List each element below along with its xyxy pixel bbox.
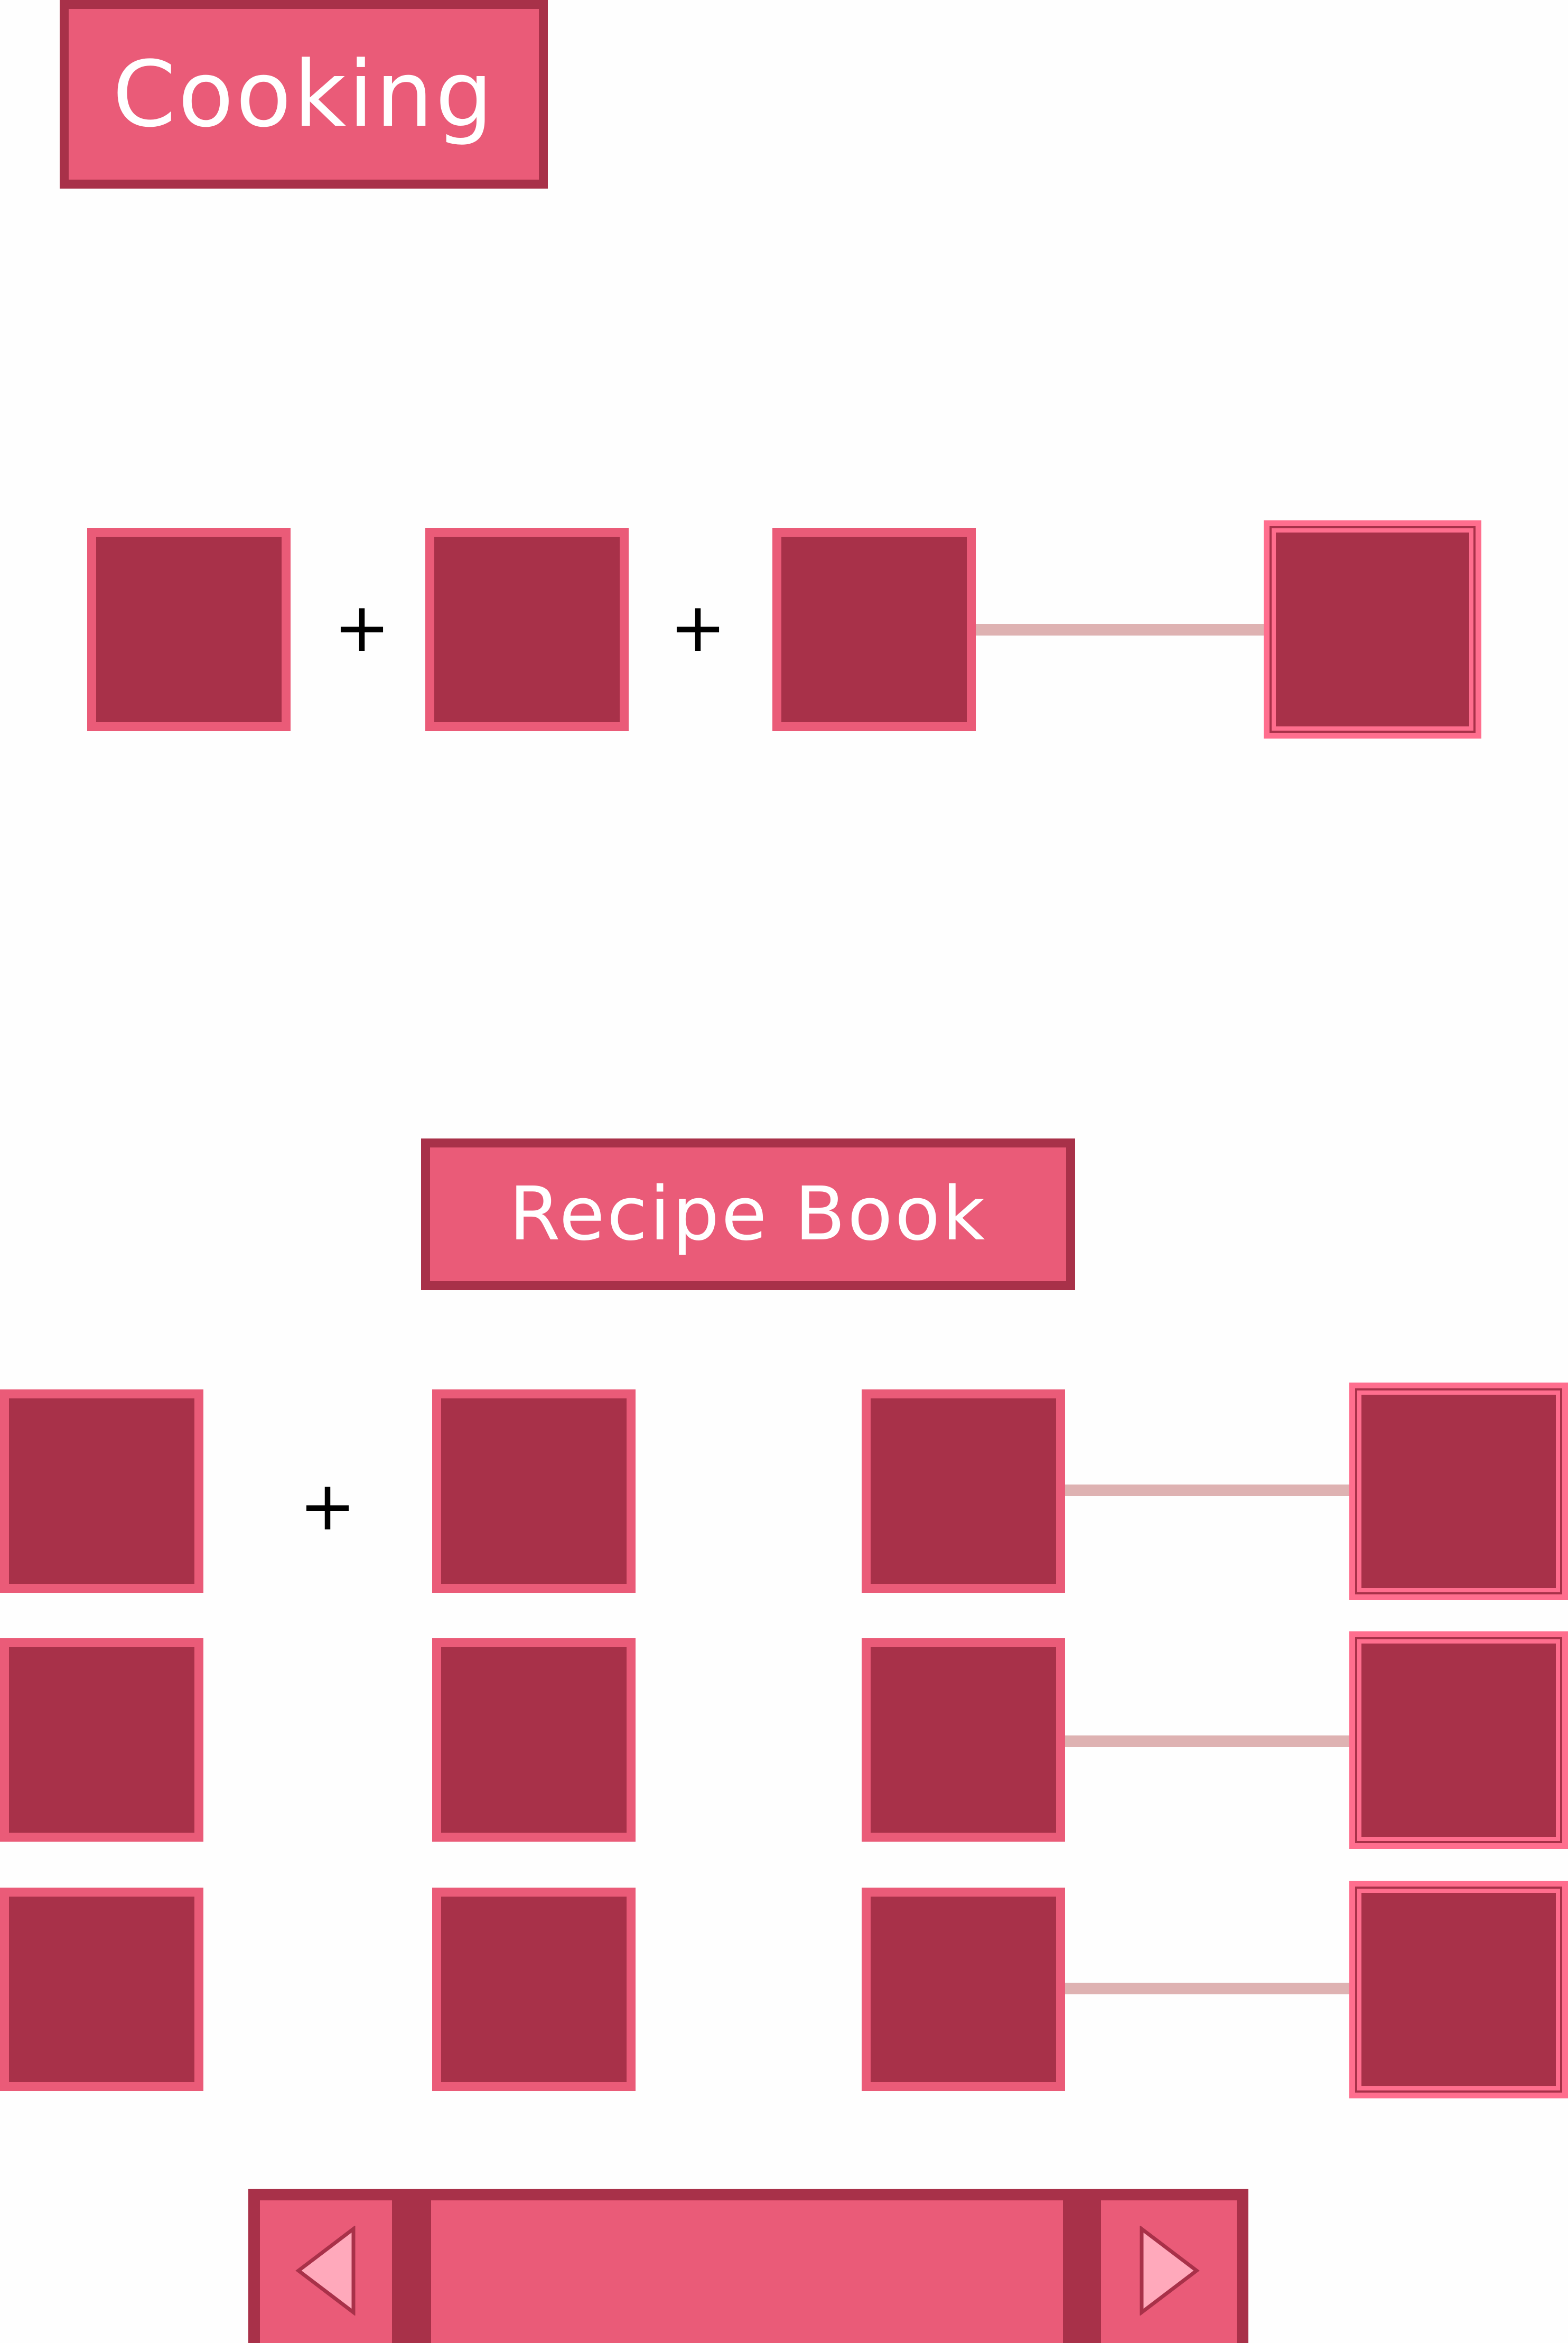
plus-sign: +	[299, 1467, 356, 1546]
recipe-connector	[1065, 1735, 1349, 1747]
cooking-result-slot[interactable]	[1264, 520, 1481, 739]
recipe-result-slot[interactable]	[1349, 1631, 1568, 1849]
recipe-ingredient-slot[interactable]	[432, 1638, 636, 1842]
triangle-left-icon	[294, 2225, 358, 2318]
cooking-title: Cooking	[112, 41, 496, 147]
recipe-result-slot[interactable]	[1349, 1881, 1568, 2098]
ingredient-slot-3[interactable]	[772, 528, 976, 731]
scroll-thumb[interactable]	[431, 2200, 1063, 2343]
ingredient-slot-1[interactable]	[87, 528, 291, 731]
ingredient-slot-2[interactable]	[425, 528, 629, 731]
recipe-ingredient-slot[interactable]	[0, 1638, 203, 1842]
cooking-title-box: Cooking	[60, 0, 548, 189]
recipe-ingredient-slot[interactable]	[862, 1888, 1065, 2091]
plus-sign	[293, 1972, 362, 2046]
scroll-right-button[interactable]	[1101, 2200, 1237, 2343]
plus-sign: +	[333, 589, 390, 667]
recipe-ingredient-slot[interactable]	[862, 1638, 1065, 1842]
plus-sign	[293, 1722, 362, 1796]
plus-sign: +	[669, 589, 726, 667]
recipe-ingredient-slot[interactable]	[0, 1888, 203, 2091]
recipe-result-slot[interactable]	[1349, 1383, 1568, 1600]
recipe-ingredient-slot[interactable]	[0, 1389, 203, 1593]
recipe-ingredient-slot[interactable]	[862, 1389, 1065, 1593]
recipe-connector	[1065, 1983, 1349, 1994]
recipe-book-title: Recipe Book	[509, 1171, 987, 1257]
recipe-connector	[1065, 1485, 1349, 1496]
triangle-right-icon	[1137, 2225, 1201, 2318]
cooking-connector	[976, 624, 1264, 636]
recipe-ingredient-slot[interactable]	[432, 1888, 636, 2091]
recipe-scrollbar[interactable]	[248, 2189, 1248, 2343]
scroll-left-button[interactable]	[260, 2200, 392, 2343]
recipe-ingredient-slot[interactable]	[432, 1389, 636, 1593]
recipe-book-title-box: Recipe Book	[421, 1138, 1075, 1290]
